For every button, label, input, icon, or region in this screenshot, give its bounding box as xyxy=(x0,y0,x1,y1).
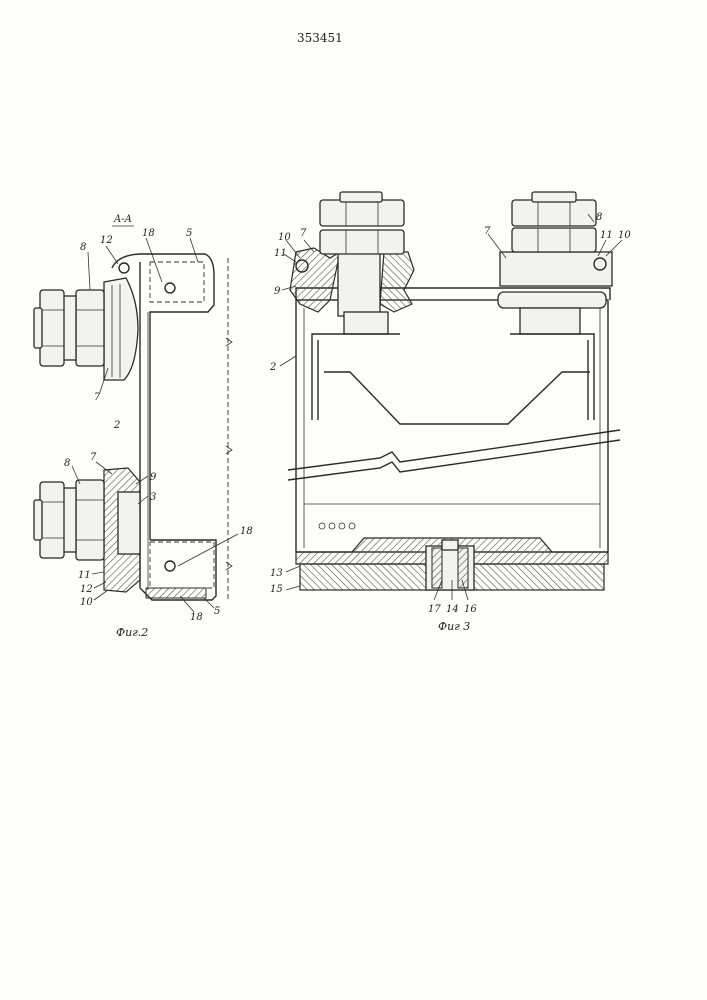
fig3-nut-right-1 xyxy=(512,228,596,252)
label: 2 xyxy=(269,362,276,373)
fig3-bolt-end-left xyxy=(340,192,382,202)
fig3-insulator-left-a xyxy=(290,248,340,312)
label: 16 xyxy=(464,604,477,615)
patent-number: 353451 xyxy=(297,31,343,45)
label: 7 xyxy=(484,226,491,237)
label: 11 xyxy=(600,230,613,241)
fig3-insulator-left-b xyxy=(380,252,414,312)
fig2-stud-3 xyxy=(118,492,140,554)
fig3-nut-left-2 xyxy=(320,200,404,226)
fig2-hole-top xyxy=(165,283,175,293)
figure-3-caption: Фиг 3 xyxy=(438,620,470,633)
label: 9 xyxy=(274,286,281,297)
label: 18 xyxy=(190,612,203,623)
label: 7 xyxy=(94,392,101,403)
label: 8 xyxy=(64,458,70,469)
fig3-element xyxy=(324,372,590,424)
fig3-nut-left-1 xyxy=(320,230,404,254)
fig2-top-bracket xyxy=(150,262,204,302)
fig2-nut-lower-2 xyxy=(40,482,64,558)
figure-2: A-A xyxy=(34,214,253,639)
fig2-bolt-end-lower xyxy=(34,500,42,540)
fig3-stud-right-base xyxy=(520,308,580,334)
fig2-hole-12 xyxy=(119,263,129,273)
fig3-break-lower xyxy=(288,440,620,480)
label: 11 xyxy=(78,570,91,581)
label: 3 xyxy=(150,492,156,503)
fig2-nut-lower-1 xyxy=(76,480,104,560)
label: 12 xyxy=(100,235,113,246)
fig3-stud-left xyxy=(338,252,380,316)
figure-3: 10 7 11 9 2 8 7 11 10 13 15 17 14 16 Фиг… xyxy=(269,192,631,633)
fig3-bus-left xyxy=(312,334,400,420)
fig2-hole-bottom xyxy=(165,561,175,571)
label: 18 xyxy=(142,228,155,239)
fig2-bottom-bracket xyxy=(150,542,214,588)
fig2-nut-upper-2 xyxy=(40,290,64,366)
fig3-washer-right xyxy=(500,252,612,286)
label: 5 xyxy=(214,606,220,617)
fig3-stud-left-base xyxy=(344,312,388,334)
fig3-bus-right xyxy=(510,334,594,420)
label: 13 xyxy=(270,568,283,579)
section-label: A-A xyxy=(113,214,132,225)
label: 14 xyxy=(446,604,459,615)
fig2-bolt-end-upper xyxy=(34,308,42,348)
figure-2-caption: Фиг.2 xyxy=(116,626,148,639)
label: 18 xyxy=(240,526,253,537)
fig3-nut-right-2 xyxy=(512,200,596,226)
fig3-gasket-right xyxy=(498,292,606,308)
label: 8 xyxy=(80,242,86,253)
label: 11 xyxy=(274,248,287,259)
fig3-housing xyxy=(296,300,608,552)
fig3-bolt-end-right xyxy=(532,192,576,202)
label: 10 xyxy=(618,230,631,241)
label: 12 xyxy=(80,584,93,595)
label: 7 xyxy=(300,228,307,239)
fig2-base-hatch xyxy=(146,588,206,598)
fig3-cells xyxy=(319,523,355,529)
fig2-nut-upper-1 xyxy=(76,290,104,366)
label: 2 xyxy=(113,420,120,431)
label: 8 xyxy=(596,212,602,223)
label: 10 xyxy=(278,232,291,243)
fig2-washer-upper xyxy=(104,278,138,380)
label: 7 xyxy=(90,452,97,463)
label: 10 xyxy=(80,597,93,608)
label: 15 xyxy=(270,584,283,595)
label: 9 xyxy=(150,472,157,483)
label: 17 xyxy=(428,604,441,615)
fig3-plug xyxy=(442,540,458,550)
label: 5 xyxy=(186,228,192,239)
